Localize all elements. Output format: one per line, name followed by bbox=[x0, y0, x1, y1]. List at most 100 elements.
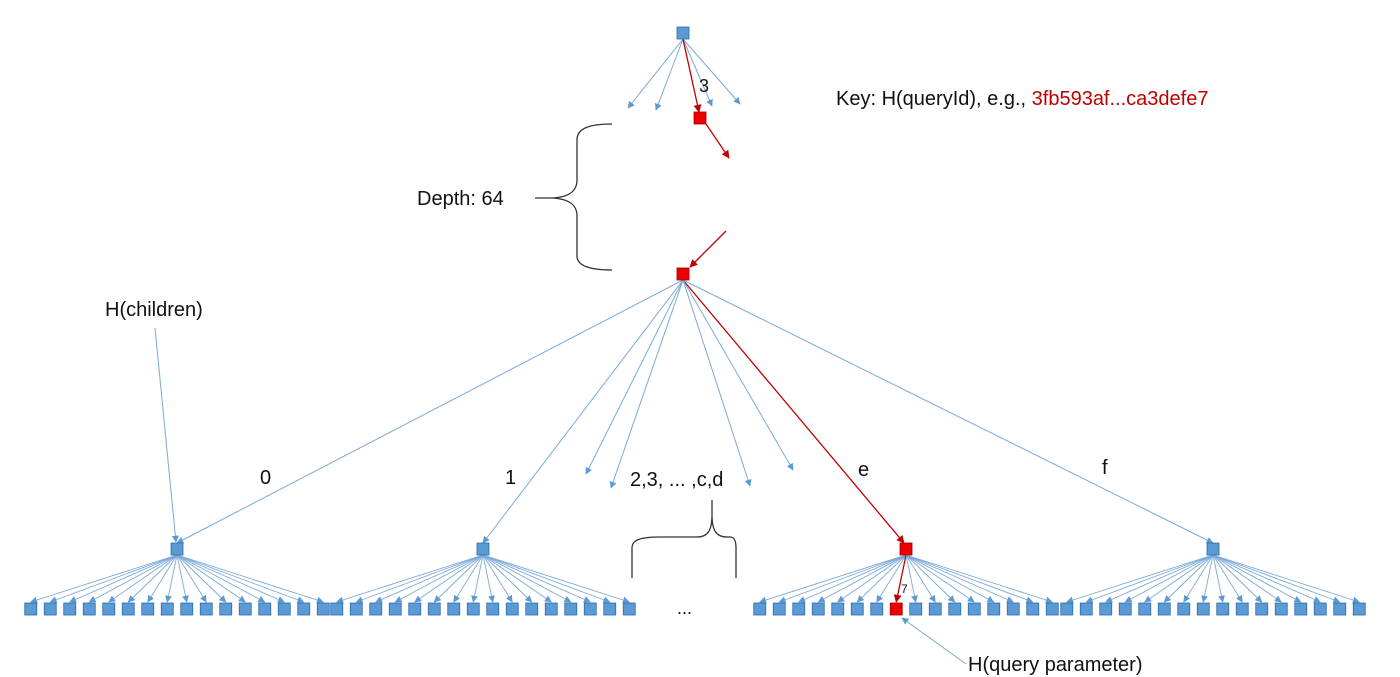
leaf-node bbox=[1352, 602, 1366, 616]
root-node bbox=[676, 26, 690, 40]
leaf-node bbox=[447, 602, 461, 616]
leaf-edge bbox=[1212, 554, 1225, 603]
leaf-node bbox=[792, 602, 806, 616]
leaf-edge bbox=[69, 554, 178, 603]
level1-highlight-edge bbox=[705, 123, 730, 159]
leaf-edge bbox=[778, 554, 907, 604]
leaf-node bbox=[987, 602, 1001, 616]
leaf-node bbox=[753, 602, 767, 616]
key-example-hash: 3fb593af...ca3defe7 bbox=[1032, 88, 1209, 110]
leaf-node bbox=[63, 602, 77, 616]
depth-brace bbox=[552, 123, 613, 271]
leaf-edge bbox=[1212, 554, 1282, 603]
leaf-edge bbox=[482, 554, 611, 604]
leaf-highlight-node bbox=[889, 602, 903, 616]
tree-nodes bbox=[24, 26, 1366, 616]
leaf-node bbox=[811, 602, 825, 616]
leaf-node bbox=[831, 602, 845, 616]
leaf-node bbox=[1045, 602, 1059, 616]
leaf-edge bbox=[905, 554, 918, 603]
child-node-f bbox=[1206, 542, 1220, 556]
leaf-node bbox=[1138, 602, 1152, 616]
leaf-node bbox=[850, 602, 864, 616]
param-pointer-arrow bbox=[901, 617, 967, 665]
leaf-node bbox=[1196, 602, 1210, 616]
branch-label-f: f bbox=[1102, 457, 1108, 479]
leaf-node bbox=[1118, 602, 1132, 616]
leaf-node bbox=[121, 602, 135, 616]
leaf-node bbox=[297, 602, 311, 616]
parent-to-child-node-0 bbox=[176, 279, 684, 544]
leaf-node bbox=[1274, 602, 1288, 616]
leaf-node bbox=[486, 602, 500, 616]
leaf-node bbox=[1060, 602, 1074, 616]
leaf-edge bbox=[176, 554, 305, 604]
leaf-edge bbox=[905, 554, 1034, 604]
leaf-node bbox=[258, 602, 272, 616]
leaf-edge bbox=[471, 554, 484, 603]
leaf-edge bbox=[176, 554, 189, 603]
leaf-edge bbox=[905, 554, 1053, 604]
leaf-edge bbox=[414, 554, 484, 603]
parent-stub-edge bbox=[609, 279, 684, 489]
leaf-node bbox=[1157, 602, 1171, 616]
leaf-edge bbox=[1163, 554, 1214, 603]
leaf-edge bbox=[127, 554, 178, 603]
leaf-node bbox=[369, 602, 383, 616]
leaf-edge bbox=[165, 554, 178, 603]
leaf-edge bbox=[1212, 554, 1360, 604]
leaf-node bbox=[180, 602, 194, 616]
leaf-node bbox=[544, 602, 558, 616]
leaf-edge bbox=[176, 554, 246, 603]
leaf-node bbox=[622, 602, 636, 616]
key-label: Key: H(queryId), e.g., 3fb593af...ca3def… bbox=[836, 88, 1208, 110]
branch-label-middle: 2,3, ... ,c,d bbox=[630, 469, 723, 491]
leaf-node bbox=[870, 602, 884, 616]
branch-label-0: 0 bbox=[260, 467, 271, 489]
leaf-node bbox=[102, 602, 116, 616]
leaf-node bbox=[82, 602, 96, 616]
leaf-edge bbox=[1124, 554, 1214, 603]
leaf-edge bbox=[1212, 554, 1341, 604]
parent-to-child-node-f bbox=[682, 279, 1214, 544]
children-label: H(children) bbox=[105, 299, 203, 321]
leaf-edge bbox=[49, 554, 178, 604]
leaf-ellipsis: ... bbox=[677, 598, 692, 618]
leaf-edge bbox=[433, 554, 484, 603]
leaf-node bbox=[1235, 602, 1249, 616]
leaf-node bbox=[525, 602, 539, 616]
leaf-edge bbox=[482, 554, 533, 603]
leaf-path-digit: 7 bbox=[901, 582, 908, 596]
leaf-edge bbox=[1212, 554, 1321, 603]
leaf-edge bbox=[1066, 554, 1214, 604]
leaf-edge bbox=[88, 554, 178, 603]
leaf-edge bbox=[482, 554, 572, 603]
leaf-edge bbox=[1212, 554, 1263, 603]
depth-incoming-edge bbox=[689, 230, 727, 268]
leaf-edge bbox=[453, 554, 484, 603]
leaf-node bbox=[330, 602, 344, 616]
root-highlight-edge bbox=[682, 38, 702, 113]
leaf-node bbox=[1333, 602, 1347, 616]
leaf-node bbox=[909, 602, 923, 616]
leaf-edge bbox=[147, 554, 178, 603]
leaf-edge bbox=[176, 554, 285, 603]
leaf-edge bbox=[375, 554, 484, 603]
leaf-edge bbox=[108, 554, 178, 603]
leaf-edge bbox=[1201, 554, 1214, 603]
leaf-node bbox=[1313, 602, 1327, 616]
leaf-edge bbox=[876, 554, 907, 603]
leaf-node bbox=[1079, 602, 1093, 616]
leaf-node bbox=[199, 602, 213, 616]
leaf-edge bbox=[176, 554, 324, 604]
leaf-edge bbox=[905, 554, 995, 603]
root-edge bbox=[627, 38, 684, 109]
child-node-1 bbox=[476, 542, 490, 556]
leaf-node bbox=[967, 602, 981, 616]
leaf-edge bbox=[355, 554, 484, 604]
key-prefix: Key: H(queryId), e.g., bbox=[836, 88, 1032, 110]
leaf-edge bbox=[176, 554, 207, 603]
leaf-node bbox=[427, 602, 441, 616]
leaf-node bbox=[772, 602, 786, 616]
leaf-edge bbox=[176, 554, 266, 603]
